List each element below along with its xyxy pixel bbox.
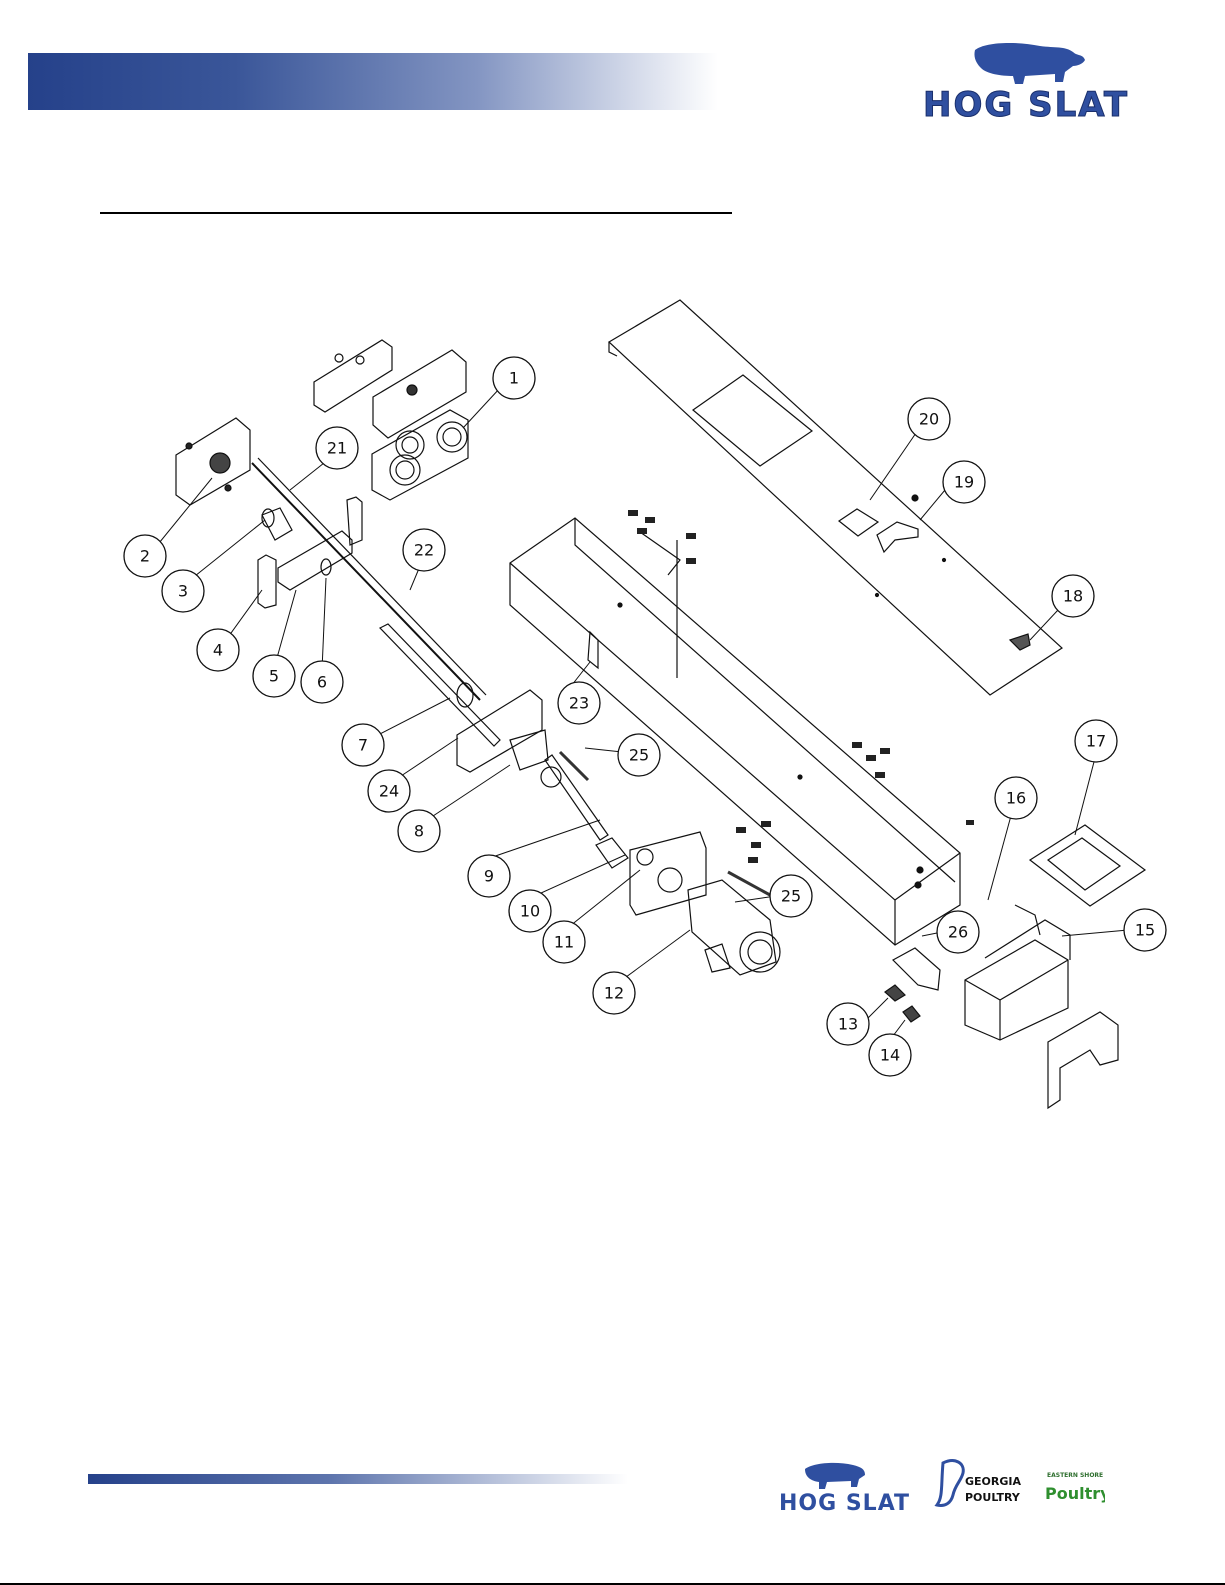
callout-label: 17 bbox=[1086, 732, 1106, 751]
footer-gradient-band bbox=[88, 1474, 628, 1484]
callout-label: 22 bbox=[414, 541, 434, 560]
footer-eastern-line2: Poultry bbox=[1045, 1484, 1105, 1503]
callout-label: 16 bbox=[1006, 789, 1026, 808]
callout-label: 12 bbox=[604, 984, 624, 1003]
callout-label: 18 bbox=[1063, 587, 1083, 606]
callout-label: 15 bbox=[1135, 921, 1155, 940]
callout-label: 3 bbox=[178, 582, 188, 601]
callout-label: 24 bbox=[379, 782, 399, 801]
callout-label: 9 bbox=[484, 867, 494, 886]
callout-label: 7 bbox=[358, 736, 368, 755]
footer-georgia-line2: POULTRY bbox=[965, 1491, 1021, 1504]
callout-label: 23 bbox=[569, 694, 589, 713]
bird-icon bbox=[937, 1461, 963, 1506]
callout-label: 25 bbox=[781, 887, 801, 906]
footer-georgia-line1: GEORGIA bbox=[965, 1475, 1021, 1488]
callout-label: 2 bbox=[140, 547, 150, 566]
callout-label: 21 bbox=[327, 439, 347, 458]
callout-label: 4 bbox=[213, 641, 223, 660]
callout-label: 20 bbox=[919, 410, 939, 429]
callout-label: 5 bbox=[269, 667, 279, 686]
callout-label: 8 bbox=[414, 822, 424, 841]
callout-label: 13 bbox=[838, 1015, 858, 1034]
footer-eastern-shore-logo: EASTERN SHORE Poultry bbox=[1045, 1472, 1105, 1503]
callout-label: 11 bbox=[554, 933, 574, 952]
callout-label: 26 bbox=[948, 923, 968, 942]
callout-label: 1 bbox=[509, 369, 519, 388]
footer-eastern-line1: EASTERN SHORE bbox=[1047, 1472, 1103, 1479]
main-channel bbox=[510, 518, 960, 945]
callout-label: 6 bbox=[317, 673, 327, 692]
callout-label: 25 bbox=[629, 746, 649, 765]
hog-silhouette-icon bbox=[805, 1463, 865, 1489]
callout-label: 10 bbox=[520, 902, 540, 921]
footer-georgia-logo: GEORGIA POULTRY bbox=[937, 1461, 1021, 1506]
footer-hogslat-logo: HOG SLAT bbox=[779, 1463, 910, 1516]
cover-plate-window bbox=[693, 375, 812, 466]
footer-logos: HOG SLAT GEORGIA POULTRY EASTERN SHORE P… bbox=[775, 1455, 1105, 1520]
callout-label: 14 bbox=[880, 1046, 900, 1065]
callout-label: 19 bbox=[954, 473, 974, 492]
footer-hogslat-text: HOG SLAT bbox=[779, 1491, 910, 1516]
